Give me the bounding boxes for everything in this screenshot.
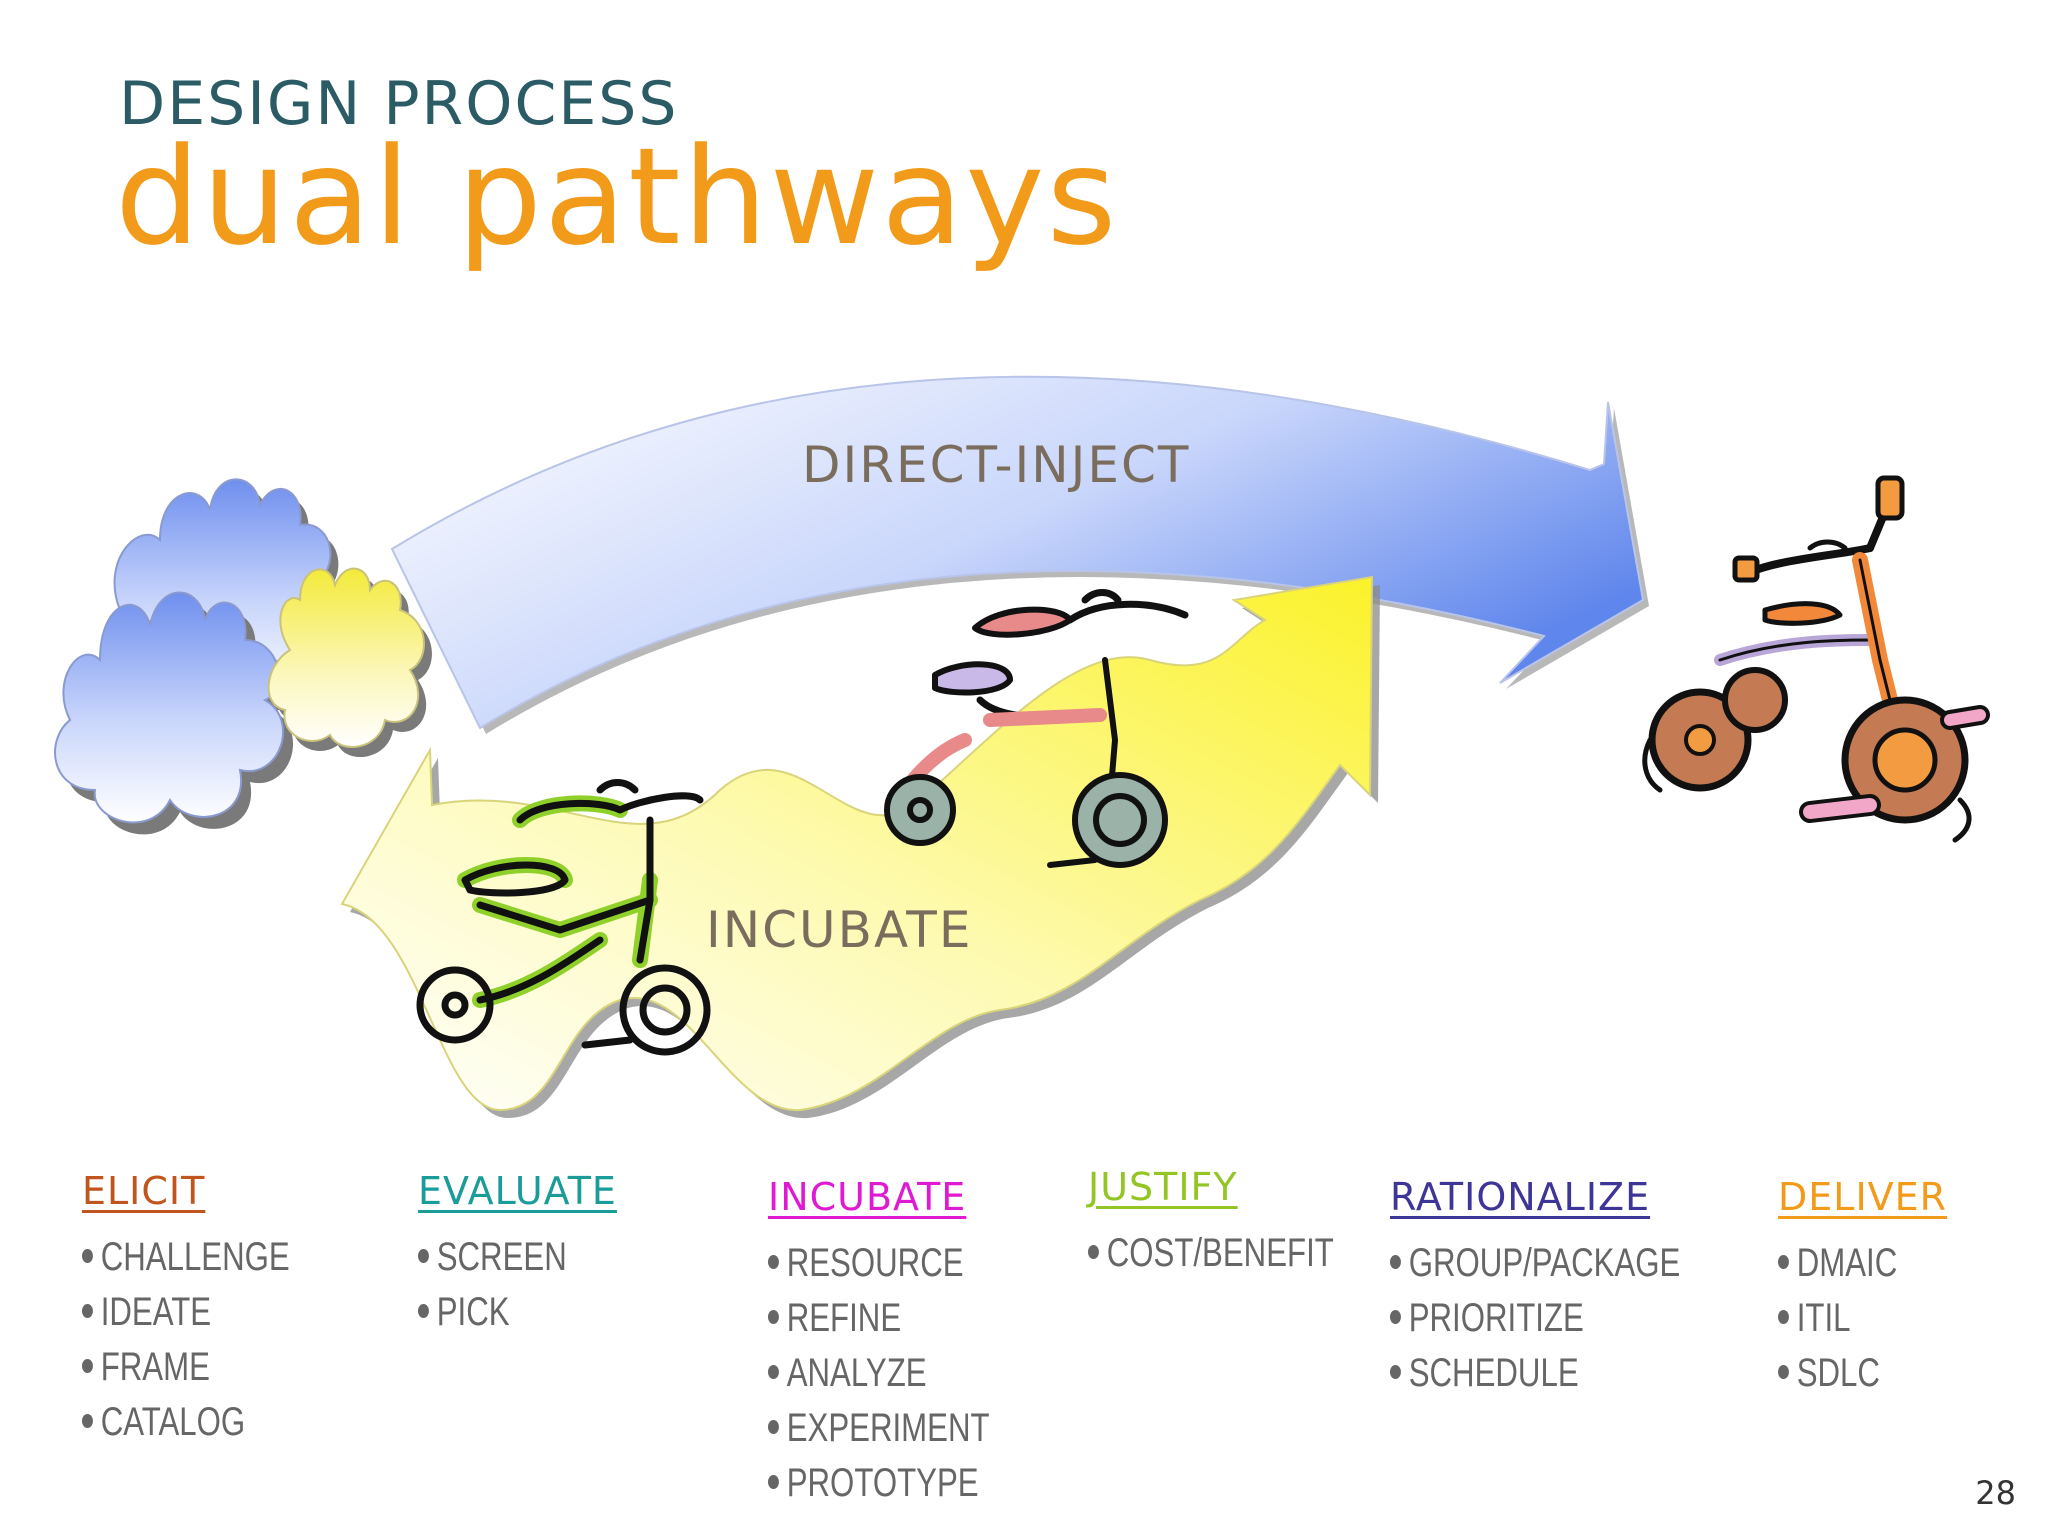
stage-title: ELICIT	[82, 1169, 206, 1213]
stage-evaluate: EVALUATE SCREEN PICK	[418, 1172, 617, 1340]
list-item-label: SCHEDULE	[1408, 1351, 1579, 1395]
list-item: PROTOTYPE	[768, 1456, 990, 1511]
direct-inject-arrow	[390, 375, 1649, 734]
stage-title: JUSTIFY	[1088, 1165, 1238, 1209]
bullet-icon	[1390, 1310, 1401, 1325]
list-item-label: FRAME	[100, 1345, 210, 1389]
bullet-icon	[1088, 1245, 1099, 1260]
list-item-label: CHALLENGE	[100, 1235, 290, 1279]
bullet-icon	[768, 1255, 779, 1270]
bullet-icon	[768, 1475, 779, 1490]
list-item: FRAME	[82, 1340, 290, 1395]
list-item-label: PICK	[436, 1290, 510, 1334]
list-item-label: ANALYZE	[786, 1351, 927, 1395]
list-item: DMAIC	[1778, 1236, 1910, 1291]
stage-elicit: ELICIT CHALLENGE IDEATE FRAME CATALOG	[82, 1172, 348, 1450]
list-item-label: PROTOTYPE	[786, 1461, 979, 1505]
bullet-icon	[1390, 1255, 1401, 1270]
list-item-label: CATALOG	[100, 1400, 246, 1444]
list-item-label: GROUP/PACKAGE	[1408, 1241, 1681, 1285]
list-item-label: ITIL	[1796, 1296, 1851, 1340]
section-kicker: DESIGN PROCESS	[119, 69, 679, 139]
list-item-label: COST/BENEFIT	[1106, 1231, 1334, 1275]
list-item-label: PRIORITIZE	[1408, 1296, 1584, 1340]
list-item: PICK	[418, 1285, 573, 1340]
bullet-icon	[418, 1304, 429, 1319]
bullet-icon	[1778, 1310, 1789, 1325]
pink-tricycle-icon	[884, 589, 1189, 868]
bullet-icon	[82, 1414, 93, 1429]
list-item: REFINE	[768, 1291, 990, 1346]
incubate-arrow	[340, 575, 1380, 1119]
list-item: SCREEN	[418, 1230, 573, 1285]
bullet-icon	[1390, 1365, 1401, 1380]
list-item: CHALLENGE	[82, 1230, 290, 1285]
stage-title: EVALUATE	[418, 1169, 617, 1213]
list-item: CATALOG	[82, 1395, 290, 1450]
list-item: SCHEDULE	[1390, 1346, 1680, 1401]
list-item: SDLC	[1778, 1346, 1910, 1401]
stage-deliver: DELIVER DMAIC ITIL SDLC	[1778, 1178, 1947, 1401]
idea-clouds	[54, 478, 432, 835]
list-item-label: SCREEN	[436, 1235, 567, 1279]
stage-title: RATIONALIZE	[1390, 1175, 1651, 1219]
incubate-label: INCUBATE	[706, 901, 973, 959]
bullet-icon	[1778, 1365, 1789, 1380]
list-item-label: DMAIC	[1796, 1241, 1898, 1285]
stage-title: DELIVER	[1778, 1175, 1948, 1219]
list-item: ITIL	[1778, 1291, 1910, 1346]
list-item: IDEATE	[82, 1285, 290, 1340]
slide-title: dual pathways	[115, 119, 1119, 275]
bullet-icon	[418, 1249, 429, 1264]
bullet-icon	[768, 1420, 779, 1435]
stage-title: INCUBATE	[768, 1175, 967, 1219]
list-item: RESOURCE	[768, 1236, 990, 1291]
finished-tricycle-icon	[1642, 475, 1990, 843]
bullet-icon	[82, 1359, 93, 1374]
bullet-icon	[82, 1249, 93, 1264]
stage-rationalize: RATIONALIZE GROUP/PACKAGE PRIORITIZE SCH…	[1390, 1178, 1762, 1401]
list-item-label: REFINE	[786, 1296, 902, 1340]
stage-incubate: INCUBATE RESOURCE REFINE ANALYZE EXPERIM…	[768, 1178, 1052, 1511]
list-item-label: RESOURCE	[786, 1241, 964, 1285]
list-item-label: EXPERIMENT	[786, 1406, 990, 1450]
list-item: GROUP/PACKAGE	[1390, 1236, 1680, 1291]
bullet-icon	[82, 1304, 93, 1319]
list-item: ANALYZE	[768, 1346, 990, 1401]
list-item: EXPERIMENT	[768, 1401, 990, 1456]
green-tricycle-icon	[416, 779, 711, 1056]
page-number: 28	[1975, 1474, 2016, 1512]
direct-inject-label: DIRECT-INJECT	[802, 436, 1191, 494]
bullet-icon	[768, 1365, 779, 1380]
list-item-label: IDEATE	[100, 1290, 212, 1334]
bullet-icon	[768, 1310, 779, 1325]
list-item-label: SDLC	[1796, 1351, 1880, 1395]
bullet-icon	[1778, 1255, 1789, 1270]
list-item: PRIORITIZE	[1390, 1291, 1680, 1346]
stage-justify: JUSTIFY COST/BENEFIT	[1088, 1168, 1403, 1281]
list-item: COST/BENEFIT	[1088, 1226, 1334, 1281]
